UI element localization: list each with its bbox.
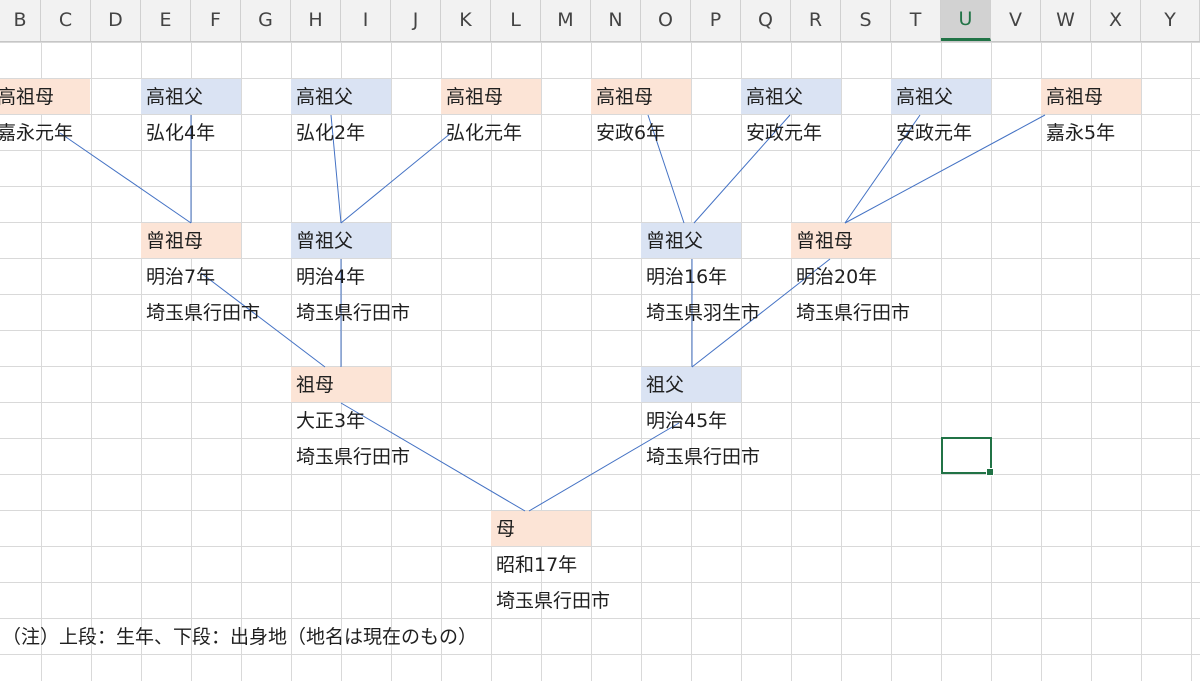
g-2-role: 曾祖父: [296, 230, 354, 252]
connector-line: [844, 114, 1046, 224]
cell-fill-female: [591, 79, 691, 114]
cell-fill-female: [1041, 79, 1141, 114]
cell-fill-male: [291, 223, 391, 258]
p-1-year: 大正3年: [296, 410, 366, 432]
gg-8-role: 高祖母: [1046, 86, 1104, 108]
column-header-i[interactable]: I: [341, 0, 391, 41]
gg-6-year: 安政元年: [746, 122, 823, 144]
fill-handle[interactable]: [986, 468, 994, 476]
column-header-f[interactable]: F: [191, 0, 241, 41]
gg-5-year: 安政6年: [596, 122, 666, 144]
gg-4-year: 弘化元年: [446, 122, 523, 144]
column-header-u[interactable]: U: [941, 0, 991, 41]
cell-fill-female: [141, 223, 241, 258]
column-header-b[interactable]: B: [0, 0, 41, 41]
column-header-s[interactable]: S: [841, 0, 891, 41]
gg-1-year: 嘉永元年: [0, 122, 74, 144]
connector-line: [340, 402, 526, 512]
column-header-k[interactable]: K: [441, 0, 491, 41]
cell-fill-female: [0, 79, 90, 114]
cell-fill-male: [741, 79, 841, 114]
mother-year: 昭和17年: [496, 554, 578, 576]
gg-5-role: 高祖母: [596, 86, 654, 108]
column-header-q[interactable]: Q: [741, 0, 791, 41]
column-header-w[interactable]: W: [1041, 0, 1091, 41]
connector-line: [693, 114, 791, 224]
g-1-place: 埼玉県行田市: [146, 302, 261, 324]
cell-fill-female: [491, 511, 591, 546]
cell-fill-female: [791, 223, 891, 258]
cell-grid[interactable]: 高祖母 嘉永元年 高祖父 弘化4年 高祖父 弘化2年 高祖母 弘化元年 高祖母 …: [0, 42, 1200, 681]
connector-line: [528, 422, 680, 512]
g-4-year: 明治20年: [796, 266, 878, 288]
g-2-year: 明治4年: [296, 266, 366, 288]
column-header-n[interactable]: N: [591, 0, 641, 41]
g-4-place: 埼玉県行田市: [796, 302, 911, 324]
connector-line: [844, 114, 921, 224]
gg-7-year: 安政元年: [896, 122, 973, 144]
column-header-g[interactable]: G: [241, 0, 291, 41]
p-2-role: 祖父: [646, 374, 685, 396]
g-3-place: 埼玉県羽生市: [646, 302, 761, 324]
column-header-y[interactable]: Y: [1141, 0, 1200, 41]
p-2-place: 埼玉県行田市: [646, 446, 761, 468]
g-2-place: 埼玉県行田市: [296, 302, 411, 324]
gg-3-year: 弘化2年: [296, 122, 366, 144]
g-1-role: 曾祖母: [146, 230, 204, 252]
column-header-d[interactable]: D: [91, 0, 141, 41]
cell-fill-male: [641, 367, 741, 402]
cell-fill-male: [641, 223, 741, 258]
cell-fill-female: [441, 79, 541, 114]
g-1-year: 明治7年: [146, 266, 216, 288]
column-header-e[interactable]: E: [141, 0, 191, 41]
connector-line: [647, 114, 685, 224]
cell-fill-male: [891, 79, 991, 114]
p-1-role: 祖母: [296, 374, 335, 396]
gg-8-year: 嘉永5年: [1046, 122, 1116, 144]
connector-line: [59, 132, 192, 224]
g-4-role: 曾祖母: [796, 230, 854, 252]
column-header-h[interactable]: H: [291, 0, 341, 41]
column-header-v[interactable]: V: [991, 0, 1041, 41]
connector-line: [200, 272, 326, 368]
column-header-r[interactable]: R: [791, 0, 841, 41]
connector-line: [691, 258, 831, 368]
gg-3-role: 高祖父: [296, 86, 354, 108]
connector-line: [340, 132, 452, 224]
column-header-p[interactable]: P: [691, 0, 741, 41]
mother-place: 埼玉県行田市: [496, 590, 611, 612]
gg-7-role: 高祖父: [896, 86, 954, 108]
g-3-year: 明治16年: [646, 266, 728, 288]
gg-4-role: 高祖母: [446, 86, 504, 108]
column-header-l[interactable]: L: [491, 0, 541, 41]
column-header-o[interactable]: O: [641, 0, 691, 41]
footnote: （注）上段：生年、下段：出身地（地名は現在のもの）: [2, 626, 478, 648]
g-3-role: 曾祖父: [646, 230, 704, 252]
cell-fill-female: [291, 367, 391, 402]
gg-1-role: 高祖母: [0, 86, 55, 108]
cell-fill-male: [291, 79, 391, 114]
column-header-m[interactable]: M: [541, 0, 591, 41]
connector-line: [330, 114, 342, 224]
cell-fill-male: [141, 79, 241, 114]
p-1-place: 埼玉県行田市: [296, 446, 411, 468]
gg-6-role: 高祖父: [746, 86, 804, 108]
gg-2-role: 高祖父: [146, 86, 204, 108]
selected-cell[interactable]: [941, 437, 994, 476]
tree-connector-lines: [59, 114, 1046, 512]
column-header-c[interactable]: C: [41, 0, 91, 41]
column-header-x[interactable]: X: [1091, 0, 1141, 41]
column-header-bar: B C D E F G H I J K L M N O P Q R S T U …: [0, 0, 1200, 42]
column-header-t[interactable]: T: [891, 0, 941, 41]
column-header-j[interactable]: J: [391, 0, 441, 41]
p-2-year: 明治45年: [646, 410, 728, 432]
gg-2-year: 弘化4年: [146, 122, 216, 144]
mother-role: 母: [496, 518, 516, 540]
